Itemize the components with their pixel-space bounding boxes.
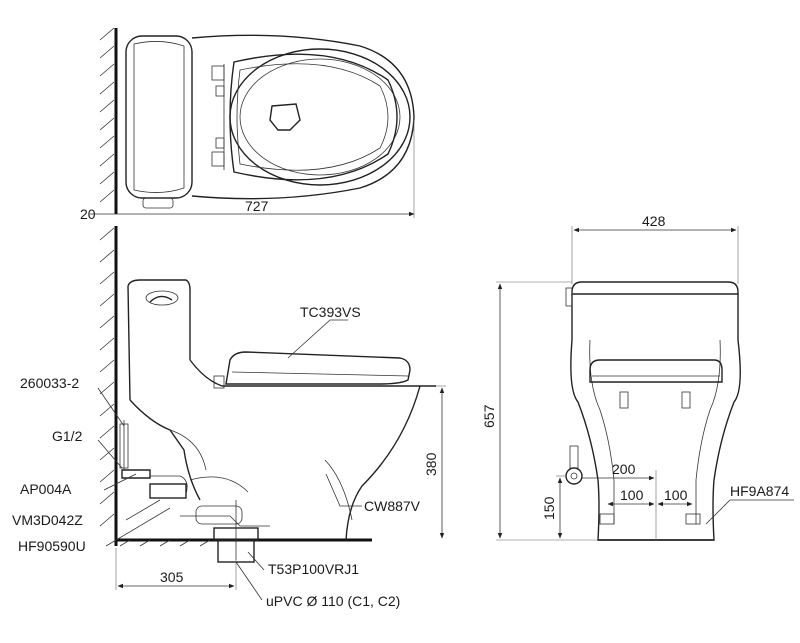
pipe-spec-label: uPVC Ø 110 (C1, C2) <box>266 593 400 609</box>
hose-callout: VM3D042Z <box>12 499 161 528</box>
front-view-tank <box>565 281 739 340</box>
outlet-part-label: T53P100VRJ1 <box>268 561 359 577</box>
front-view-body <box>570 339 741 541</box>
hinge-callout: 260033-2 <box>20 375 125 427</box>
bolt-spacing-right-label: 100 <box>664 487 688 503</box>
front-width-dimension: 428 <box>571 213 739 284</box>
front-height-dimension: 657 <box>481 281 598 541</box>
wall-gap-label: 20 <box>80 206 96 222</box>
seat-height-label: 380 <box>423 452 439 476</box>
valve-callout: AP004A <box>20 473 137 497</box>
bolt-spacing-dimension: 100 100 <box>607 487 693 507</box>
pipe-callout: uPVC Ø 110 (C1, C2) <box>235 561 400 609</box>
front-view-seat <box>589 359 723 409</box>
rough-in-label: 305 <box>160 569 184 585</box>
outlet-callout: T53P100VRJ1 <box>247 551 359 577</box>
side-view-tank <box>127 279 191 401</box>
bolt-spacing-left-label: 100 <box>620 487 644 503</box>
bolt-part-label: HF9A874 <box>730 483 789 499</box>
supply-height-label: 150 <box>541 496 557 520</box>
supply-offset-label: 200 <box>612 461 636 477</box>
hose-part-label: VM3D042Z <box>12 512 83 528</box>
side-view-seat-height-dimension: 380 <box>423 385 446 539</box>
seat-model-label: TC393VS <box>300 304 361 320</box>
side-view-plumbing <box>119 420 270 563</box>
top-view-length-dimension: 727 20 <box>80 120 415 222</box>
top-view-seat-hinges <box>211 64 225 170</box>
supply-size-label: G1/2 <box>52 428 83 444</box>
supply-offset-dimension: 200 <box>582 461 657 540</box>
flange-callout: HF90590U <box>18 507 171 554</box>
side-view-seat <box>213 351 411 389</box>
seat-callout: TC393VS <box>287 304 361 359</box>
side-view-rough-in-dimension: 305 <box>115 548 237 590</box>
side-view-bowl <box>129 359 436 541</box>
supply-callout: G1/2 <box>52 428 123 469</box>
side-view-floor <box>116 538 372 547</box>
top-view-bowl <box>191 34 415 200</box>
total-width-label: 428 <box>642 213 666 229</box>
side-view-wall <box>99 226 118 546</box>
bowl-model-label: CW887V <box>364 498 421 514</box>
front-view: 428 657 150 200 100 100 HF9A874 <box>481 213 794 541</box>
top-view-wall <box>99 27 118 214</box>
top-view: 727 20 <box>80 27 415 222</box>
total-height-label: 657 <box>481 404 497 428</box>
top-view-tank <box>125 35 193 209</box>
side-view: 380 305 TC393VS CW887V 260033-2 G1/2 AP0… <box>12 226 446 609</box>
top-total-length-label: 727 <box>245 198 269 214</box>
flange-part-label: HF90590U <box>18 538 86 554</box>
bowl-callout: CW887V <box>325 473 421 514</box>
bolt-callout: HF9A874 <box>705 483 794 525</box>
valve-part-label: AP004A <box>20 481 72 497</box>
front-view-valve <box>565 445 583 485</box>
hinge-part-label: 260033-2 <box>20 375 79 391</box>
supply-height-dimension: 150 <box>541 475 566 539</box>
front-view-bolts <box>599 513 701 525</box>
